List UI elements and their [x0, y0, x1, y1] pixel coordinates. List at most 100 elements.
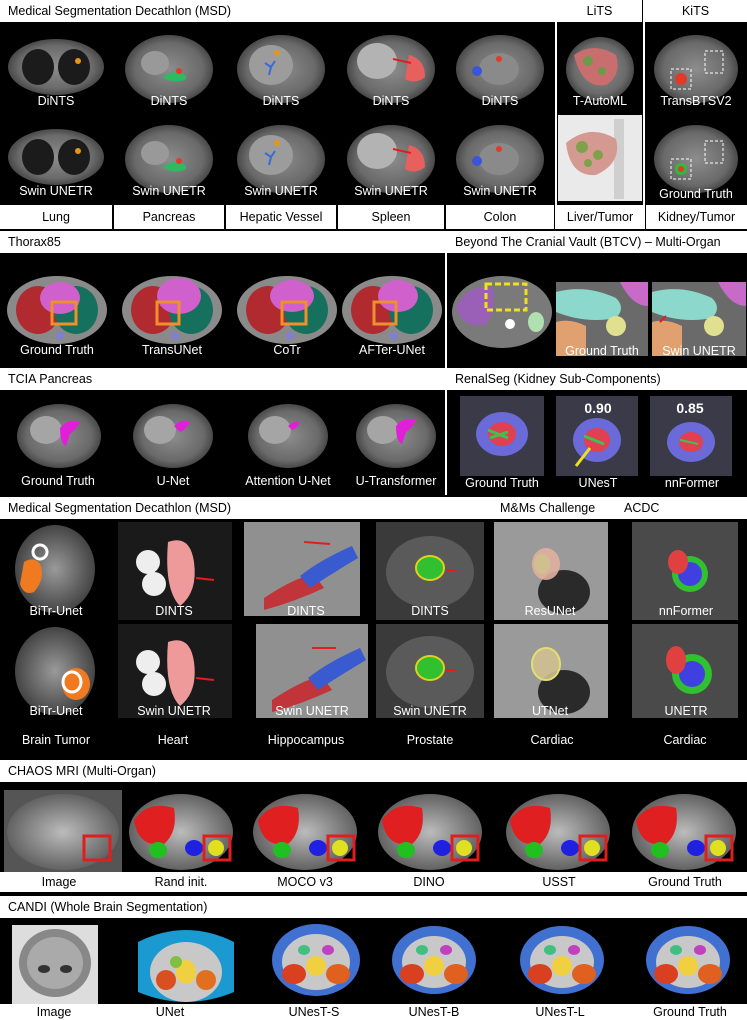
divider — [490, 497, 492, 519]
lung-dints-image — [0, 25, 112, 111]
hippocampus-swin-unetr-image — [256, 624, 368, 718]
candi-label-2: UNet — [155, 1005, 185, 1019]
nnformer-dice-score: 0.85 — [676, 400, 704, 416]
row4-top-label-1: BiTr-Unet — [29, 604, 83, 618]
section-title-candi: CANDI (Whole Brain Segmentation) — [0, 896, 747, 918]
chaos-usst-image — [504, 790, 612, 874]
divider — [555, 0, 557, 229]
row1-bottom-label-3: Swin UNETR — [244, 184, 318, 198]
pancreas-swin-unetr-image — [115, 115, 223, 201]
candi-unest-l-image — [514, 922, 610, 1008]
tcia-label-4: U-Transformer — [355, 474, 437, 488]
candi-label-3: UNesT-S — [288, 1005, 340, 1019]
brain-tumor-bitr-top-image — [10, 522, 100, 616]
chaos-label-1: Image — [41, 875, 77, 889]
row4-bottom-label-6: UNETR — [664, 704, 708, 718]
row4-top-label-4: DINTS — [411, 604, 449, 618]
hepatic-vessel-dints-image — [227, 25, 335, 111]
row4-bottom-label-4: Swin UNETR — [393, 704, 467, 718]
task-label-prostate: Prostate — [406, 733, 454, 747]
kidney-ground-truth-image — [645, 115, 747, 201]
pancreas-dints-image — [115, 25, 223, 111]
candi-label-5: UNesT-L — [535, 1005, 585, 1019]
row1-bottom-label-1: Swin UNETR — [19, 184, 93, 198]
divider — [614, 497, 616, 519]
task-label-cardiac-2: Cardiac — [663, 733, 707, 747]
chaos-label-5: USST — [542, 875, 576, 889]
row1-bottom-label-5: Swin UNETR — [463, 184, 537, 198]
chaos-dino-image — [376, 790, 484, 874]
section-title-thorax85: Thorax85 — [0, 231, 445, 253]
task-label-liver-tumor: Liver/Tumor — [556, 205, 644, 229]
lung-swin-unetr-image — [0, 115, 112, 201]
section-title-msd: Medical Segmentation Decathlon (MSD) — [0, 0, 555, 22]
row1-bottom-label-4: Swin UNETR — [354, 184, 428, 198]
row1-top-label-4: DiNTS — [372, 94, 410, 108]
row4-bottom-label-5: UTNet — [531, 704, 569, 718]
section-title-acdc: ACDC — [616, 497, 747, 519]
task-label-hippocampus: Hippocampus — [267, 733, 345, 747]
section-title-msd-2: Medical Segmentation Decathlon (MSD) — [0, 497, 490, 519]
section-title-lits: LiTS — [557, 0, 642, 22]
chaos-image — [4, 790, 122, 874]
candi-label-strip — [0, 1004, 747, 1020]
renal-label-3: nnFormer — [664, 476, 720, 490]
section-title-mms: M&Ms Challenge — [492, 497, 614, 519]
task-label-hepatic-vessel: Hepatic Vessel — [226, 205, 336, 229]
thorax-label-1: Ground Truth — [20, 343, 94, 357]
tcia-label-3: Attention U-Net — [245, 474, 331, 488]
row1-top-label-5: DiNTS — [481, 94, 519, 108]
section-title-btcv: Beyond The Cranial Vault (BTCV) – Multi-… — [447, 231, 747, 253]
row4-top-label-6: nnFormer — [658, 604, 714, 618]
task-label-cardiac-1: Cardiac — [530, 733, 574, 747]
row4-bottom-label-1: BiTr-Unet — [29, 704, 83, 718]
section-title-renalseg: RenalSeg (Kidney Sub-Components) — [447, 368, 747, 390]
thorax-label-2: TransUNet — [142, 343, 202, 357]
brain-tumor-bitr-bottom-image — [10, 624, 100, 718]
cardiac-utnet-image — [494, 624, 608, 718]
divider — [445, 231, 447, 495]
row1-top-label-6: T-AutoML — [572, 94, 628, 108]
row4-top-label-2: DINTS — [155, 604, 193, 618]
row1-top-label-3: DiNTS — [262, 94, 300, 108]
tcia-unet-image — [128, 396, 218, 474]
chaos-moco-v3-image — [252, 790, 358, 874]
btcv-ground-truth-image — [556, 282, 648, 356]
row4-bottom-label-2: Swin UNETR — [137, 704, 211, 718]
thorax-cotr-image — [234, 266, 340, 356]
row4-bottom-label-3: Swin UNETR — [275, 704, 349, 718]
colon-swin-unetr-image — [447, 115, 553, 201]
hepatic-vessel-swin-unetr-image — [227, 115, 335, 201]
row4-top-label-3: DINTS — [287, 604, 325, 618]
divider — [643, 0, 645, 229]
renal-ground-truth-image — [460, 396, 544, 476]
chaos-ground-truth-image — [630, 790, 738, 874]
btcv-swin-unetr-image — [652, 282, 746, 356]
prostate-dints-image — [376, 522, 484, 620]
renal-label-1: Ground Truth — [465, 476, 539, 490]
tcia-label-2: U-Net — [156, 474, 190, 488]
tcia-label-1: Ground Truth — [21, 474, 95, 488]
candi-label-6: Ground Truth — [653, 1005, 727, 1019]
candi-label-1: Image — [36, 1005, 72, 1019]
thorax-label-4: AFTer-UNet — [359, 343, 425, 357]
spleen-dints-image — [339, 25, 443, 111]
task-label-kidney-tumor: Kidney/Tumor — [646, 205, 747, 229]
row4-top-label-5: ResUNet — [524, 604, 576, 618]
chaos-label-4: DINO — [413, 875, 445, 889]
hippocampus-dints-image — [244, 522, 360, 616]
candi-image — [12, 925, 98, 1007]
tcia-attention-unet-image — [242, 396, 334, 474]
tcia-u-transformer-image — [352, 396, 440, 474]
heart-dints-image — [118, 522, 232, 620]
colon-dints-image — [447, 25, 553, 111]
candi-unest-b-image — [386, 922, 482, 1008]
chaos-label-2: Rand init. — [154, 875, 208, 889]
cardiac-unetr-image — [632, 624, 738, 718]
chaos-label-6: Ground Truth — [648, 875, 722, 889]
row1-bottom-label-2: Swin UNETR — [132, 184, 206, 198]
row1-bottom-label-7: Ground Truth — [659, 187, 733, 201]
section-title-kits: KiTS — [644, 0, 747, 22]
row1-top-label-2: DiNTS — [150, 94, 188, 108]
prostate-swin-unetr-image — [376, 624, 484, 718]
